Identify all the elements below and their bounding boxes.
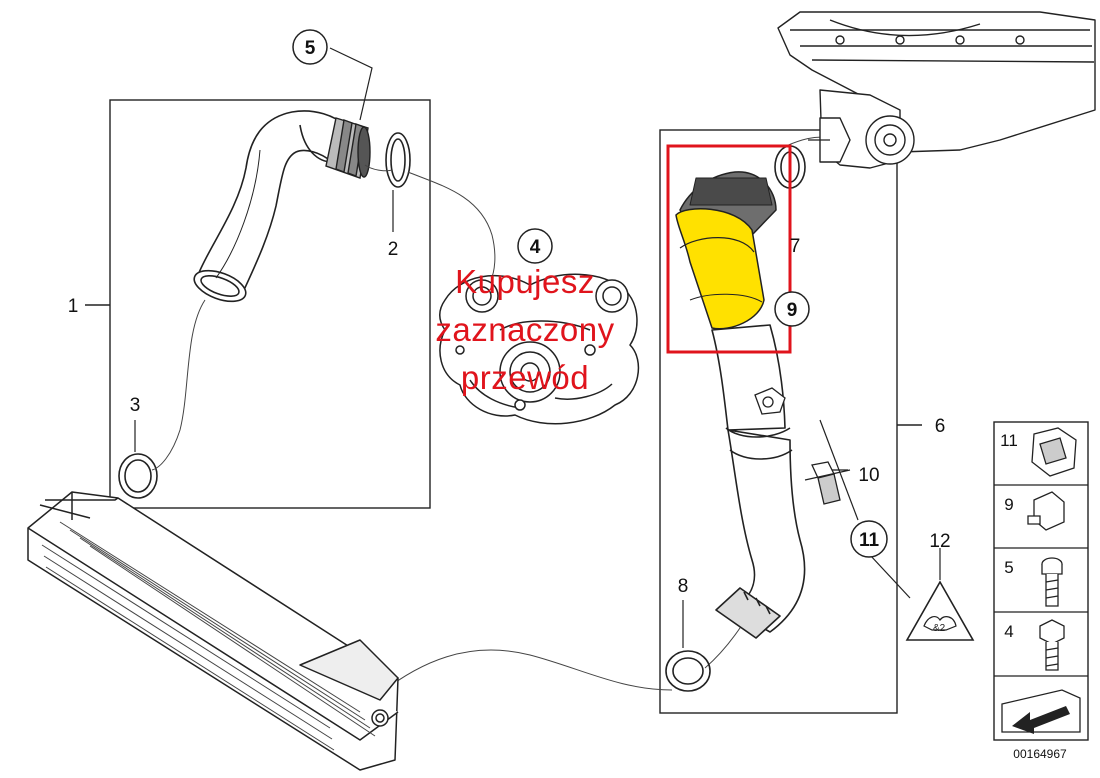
legend-item-5-label: 5 — [1004, 558, 1013, 577]
legend-item-11-label: 11 — [1000, 431, 1018, 450]
document-number: 00164967 — [1013, 747, 1067, 761]
callout-12: 12 — [929, 531, 950, 552]
engine-block — [777, 11, 1096, 169]
callout-9-circle: 9 — [774, 291, 810, 327]
intercooler — [27, 491, 399, 771]
callout-7: 7 — [790, 236, 801, 257]
callout-5-circle: 5 — [292, 29, 328, 65]
overlay-line-3: przewód — [460, 359, 590, 396]
overlay-line-1: Kupujesz — [455, 263, 595, 300]
svg-text:&2: &2 — [933, 623, 946, 634]
callout-1: 1 — [68, 296, 79, 317]
highlighted-hose — [675, 171, 777, 330]
callout-11-circle: 11 — [850, 520, 888, 558]
callout-10: 10 — [858, 465, 879, 486]
group-frame-6 — [659, 129, 922, 714]
warning-label-icon: &2 — [905, 580, 975, 641]
callout-9: 9 — [787, 300, 798, 321]
callout-6: 6 — [935, 416, 946, 437]
bolt-icon — [1039, 619, 1065, 671]
screw-icon — [1041, 557, 1063, 607]
charge-pipe-right — [711, 324, 806, 639]
callout-2: 2 — [388, 239, 399, 260]
o-ring-8 — [665, 650, 711, 692]
legend-item-9-label: 9 — [1004, 495, 1013, 514]
callout-3: 3 — [130, 395, 141, 416]
o-ring-2 — [385, 132, 411, 188]
arrow-icon — [1001, 689, 1081, 734]
pipe-bracket — [754, 387, 786, 415]
overlay-message: Kupujesz zaznaczony przewód — [405, 258, 645, 402]
leader-lines — [134, 47, 941, 648]
callout-11: 11 — [859, 530, 880, 551]
pipe-coupling-left — [325, 117, 371, 179]
legend-item-4-label: 4 — [1004, 622, 1013, 641]
callout-4: 4 — [530, 237, 541, 258]
sensor-10 — [811, 461, 848, 505]
charge-pipe-upper-left — [193, 110, 347, 303]
o-ring-3 — [118, 453, 158, 499]
clip-nut-icon — [1027, 491, 1065, 531]
parts-legend: 11 9 5 4 — [993, 421, 1089, 741]
intercooler-fins — [41, 521, 376, 751]
connection-lines — [151, 136, 831, 701]
group-frame-1 — [85, 99, 431, 509]
callout-8: 8 — [678, 576, 689, 597]
turbocharger — [439, 273, 640, 425]
clip-icon — [1031, 427, 1077, 477]
selection-box — [666, 144, 792, 354]
callout-4-circle: 4 — [517, 228, 553, 264]
callout-5: 5 — [305, 38, 316, 59]
overlay-line-2: zaznaczony — [435, 311, 615, 348]
